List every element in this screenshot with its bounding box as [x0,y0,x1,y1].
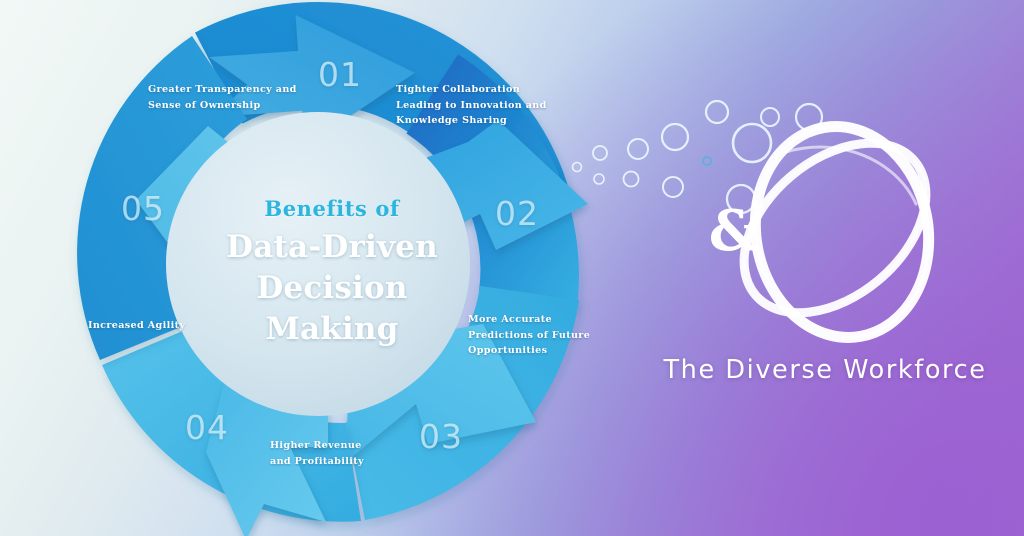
brand-name: The Diverse Workforce [663,355,987,385]
cycle-diagram [28,0,608,536]
brand-logo-mark: & [690,110,970,360]
cycle-segment-04[interactable] [102,326,361,536]
logo-ampersand: & [709,198,760,264]
cycle-center-disc [166,112,470,416]
